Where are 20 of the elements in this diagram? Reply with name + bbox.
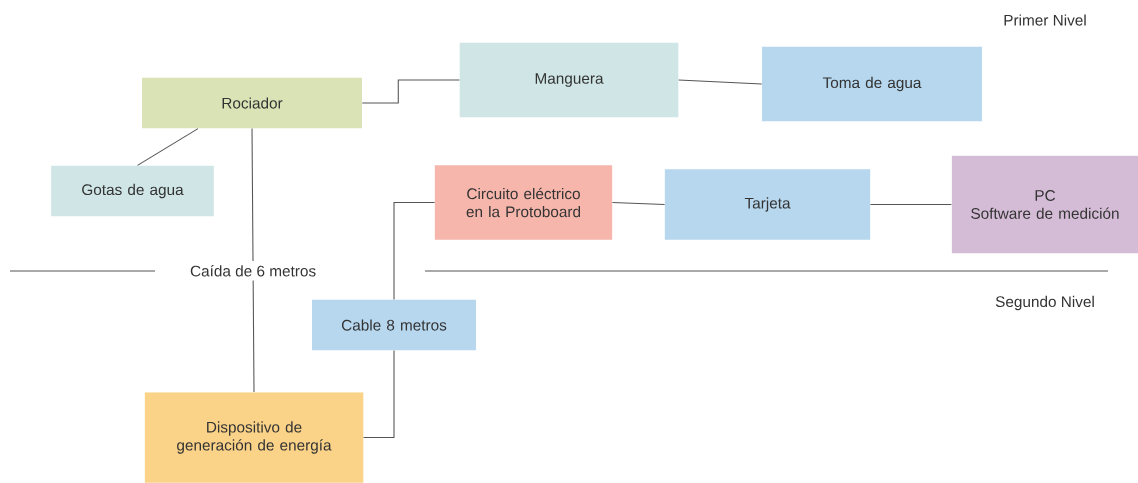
process-box: Circuito eléctrico en la Protoboard [434,165,613,240]
level-label: Primer Nivel [1004,14,1086,26]
connector-line [136,128,199,166]
process-box: PC Software de medición [951,155,1138,254]
connector-line [361,79,460,104]
connector-line [251,128,255,393]
process-box: Cable 8 metros [312,299,476,351]
process-box: Dispositivo de generación de energía [144,392,364,483]
connector-line [678,79,763,85]
connector-line [363,350,395,439]
edge-label: Caída de 6 metros [186,261,321,281]
process-box: Gotas de agua [51,165,214,217]
connector-line [611,201,666,206]
level-label: Segundo Nivel [995,295,1094,311]
process-box: Tarjeta [664,169,871,240]
process-box: Manguera [459,42,679,118]
process-box: Rociador [142,77,362,129]
process-box: Toma de agua [762,46,982,122]
connector-line [869,203,952,206]
connector-line [393,201,436,300]
